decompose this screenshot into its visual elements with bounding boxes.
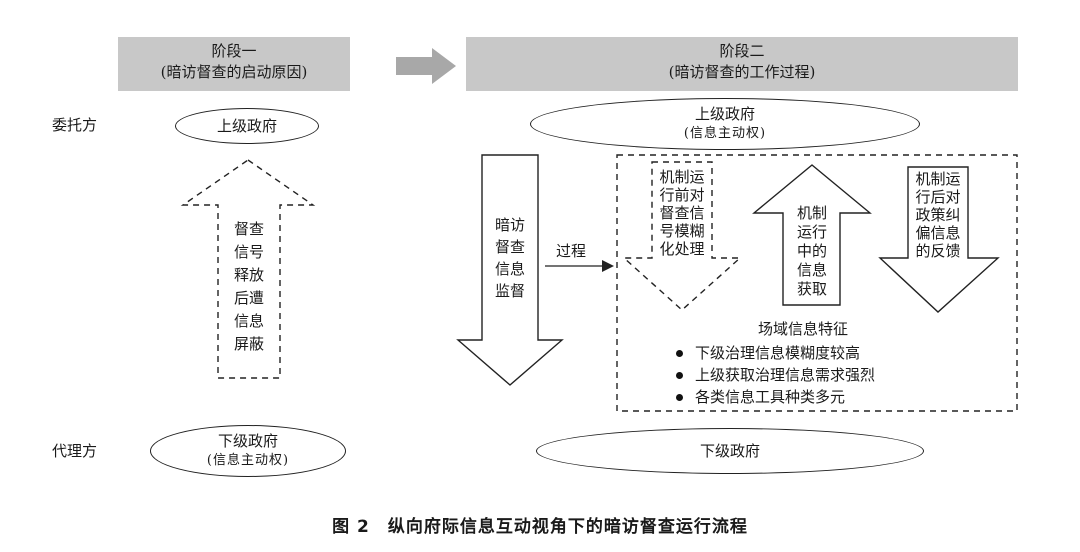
stage1-arrow-line: 督查: [233, 220, 264, 238]
stage2-upper-gov-note: (信息主动权): [683, 126, 767, 141]
stage1-arrow-text: 督查 信号 释放 后遭 信息 屏蔽: [228, 218, 270, 356]
principal-label: 委托方: [52, 116, 98, 134]
stage1-arrow-line: 信息: [233, 312, 264, 330]
process-arrow-head: [602, 260, 614, 272]
stage1-upper-gov: 上级政府: [175, 108, 319, 144]
stage2-upper-gov-name: 上级政府: [694, 105, 755, 123]
stage1-header: 阶段一 (暗访督查的启动原因): [118, 37, 350, 91]
stage1-lower-gov: 下级政府 (信息主动权): [150, 425, 346, 477]
stage1-subtitle: (暗访督查的启动原因): [160, 63, 308, 81]
list-item-text: 上级获取治理信息需求强烈: [695, 366, 876, 384]
after-arrow-line: 机制运: [915, 170, 961, 188]
stage1-title: 阶段一: [211, 42, 257, 60]
field-box: [616, 154, 1018, 412]
during-arrow: [752, 164, 872, 306]
monitor-arrow-line: 信息: [494, 260, 525, 278]
monitor-arrow: [456, 154, 564, 386]
stage1-arrow-line: 释放: [233, 266, 264, 284]
field-info-list: 下级治理信息模糊度较高 上级获取治理信息需求强烈 各类信息工具种类多元: [676, 342, 875, 408]
stage1-upper-gov-name: 上级政府: [216, 116, 277, 135]
list-item: 下级治理信息模糊度较高: [676, 342, 875, 364]
during-arrow-line: 获取: [796, 280, 827, 298]
list-item: 各类信息工具种类多元: [676, 386, 875, 408]
stage1-lower-gov-note: (信息主动权): [206, 453, 290, 468]
stage2-upper-gov: 上级政府 (信息主动权): [530, 98, 920, 150]
bullet-icon: [676, 371, 683, 379]
during-arrow-line: 中的: [796, 242, 827, 260]
bullet-icon: [676, 393, 683, 401]
before-arrow-line: 号模糊: [659, 222, 705, 240]
stage2-lower-gov-name: 下级政府: [699, 441, 760, 460]
list-item: 上级获取治理信息需求强烈: [676, 364, 875, 386]
stage2-header: 阶段二 (暗访督查的工作过程): [466, 37, 1018, 91]
before-arrow-line: 督查信: [659, 204, 705, 222]
agent-label: 代理方: [52, 442, 98, 460]
before-arrow-text: 机制运 行前对 督查信 号模糊 化处理: [653, 168, 711, 258]
monitor-arrow-line: 督查: [494, 238, 525, 256]
list-item-text: 各类信息工具种类多元: [695, 388, 846, 406]
after-arrow-line: 政策纠: [915, 206, 961, 224]
after-arrow-line: 偏信息: [915, 224, 961, 242]
during-arrow-text: 机制 运行 中的 信息 获取: [784, 204, 840, 299]
before-arrow-line: 行前对: [659, 186, 705, 204]
before-arrow-line: 机制运: [659, 168, 705, 186]
stage1-arrow-line: 后遭: [233, 289, 264, 307]
after-arrow: [878, 166, 1000, 313]
list-item-text: 下级治理信息模糊度较高: [695, 344, 861, 362]
monitor-arrow-text: 暗访 督查 信息 监督: [488, 214, 532, 302]
during-arrow-line: 机制: [796, 204, 827, 222]
monitor-arrow-line: 监督: [494, 282, 525, 300]
stage1-arrow-line: 屏蔽: [233, 335, 264, 353]
bullet-icon: [676, 349, 683, 357]
process-label: 过程: [556, 242, 587, 260]
figure-caption: 图 2 纵向府际信息互动视角下的暗访督查运行流程: [332, 517, 748, 537]
during-arrow-line: 信息: [796, 261, 827, 279]
after-arrow-line: 的反馈: [915, 242, 961, 260]
stage1-arrow-line: 信号: [233, 243, 264, 261]
field-info-title: 场域信息特征: [758, 320, 849, 338]
after-arrow-line: 行后对: [915, 188, 961, 206]
during-arrow-line: 运行: [796, 223, 827, 241]
stage-transition-arrow: [396, 48, 456, 84]
before-arrow: [622, 161, 742, 311]
stage2-subtitle: (暗访督查的工作过程): [668, 63, 816, 81]
stage1-lower-gov-name: 下级政府: [217, 432, 278, 450]
stage2-lower-gov: 下级政府: [536, 428, 924, 474]
after-arrow-text: 机制运 行后对 政策纠 偏信息 的反馈: [909, 170, 967, 260]
stage2-title: 阶段二: [719, 42, 765, 60]
before-arrow-line: 化处理: [659, 240, 705, 258]
monitor-arrow-line: 暗访: [494, 216, 525, 234]
